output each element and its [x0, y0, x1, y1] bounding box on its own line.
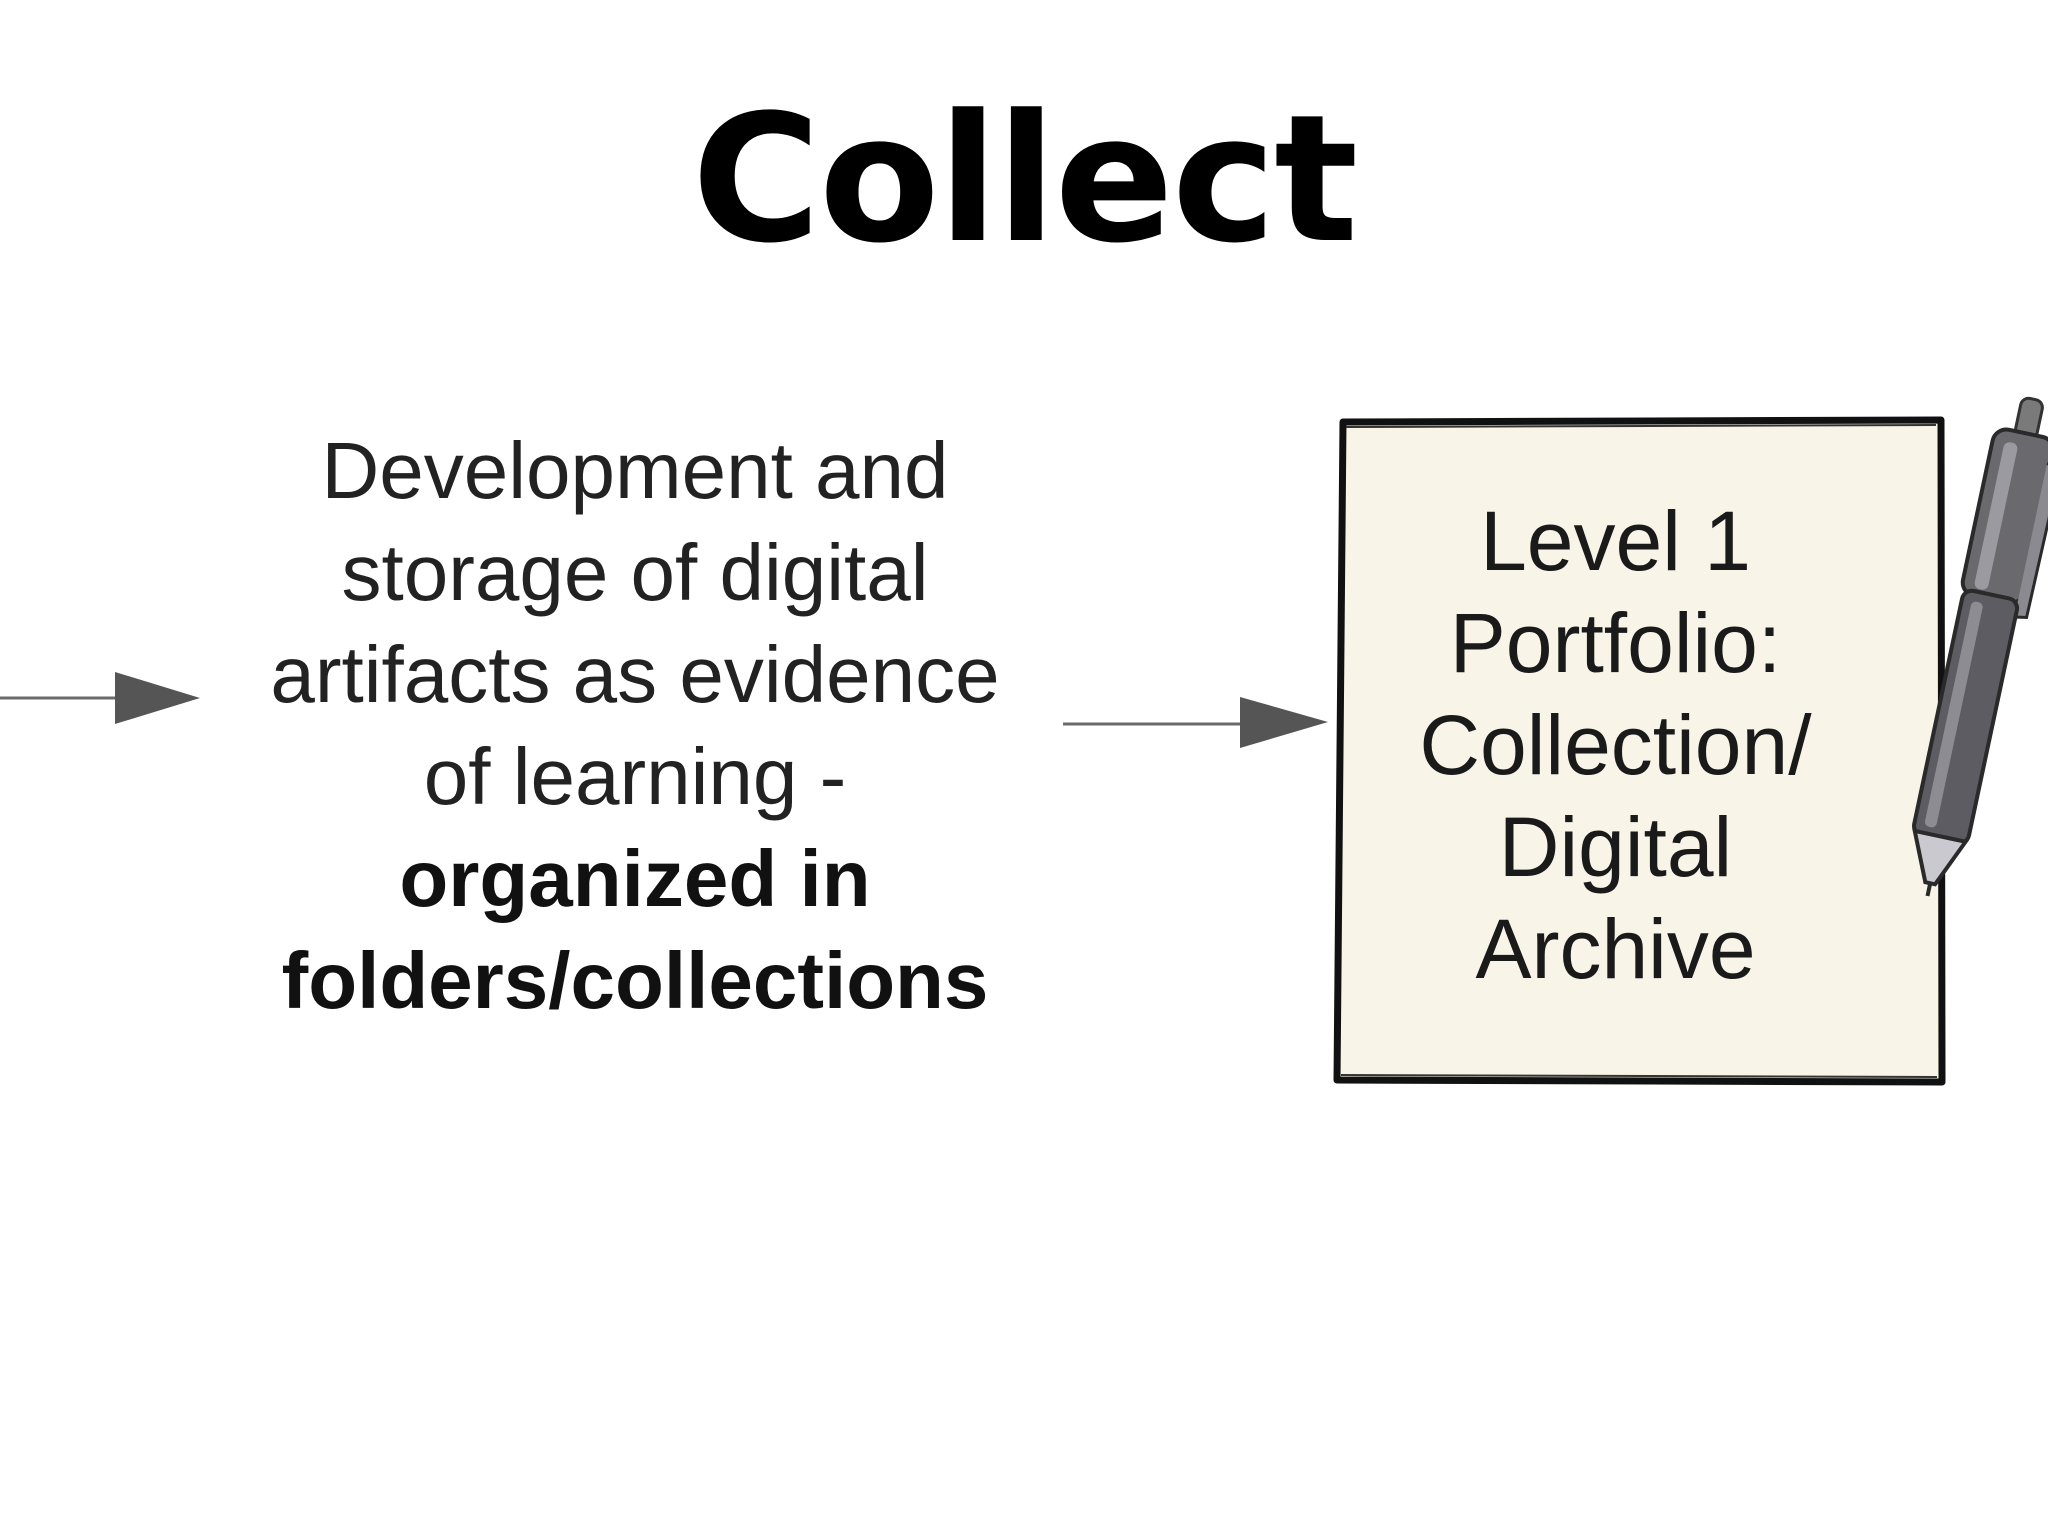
- portfolio-box-label: Level 1 Portfolio: Collection/ Digital A…: [1338, 490, 1893, 1000]
- incoming-arrow: [0, 672, 200, 724]
- description-bold-line: folders/collections: [281, 936, 989, 1025]
- connector-arrow: [1063, 697, 1328, 748]
- slide-title: Collect: [691, 77, 1359, 282]
- description-line: Development and: [321, 426, 949, 515]
- portfolio-box: [1333, 416, 1946, 1086]
- description-line: artifacts as evidence: [270, 630, 1000, 719]
- pen-icon: [1912, 396, 2048, 897]
- portfolio-box-line: Archive: [1475, 902, 1756, 996]
- portfolio-box-line: Collection/: [1419, 698, 1812, 792]
- portfolio-box-line: Level 1: [1480, 494, 1751, 588]
- description-bold-line: organized in: [399, 834, 871, 923]
- description-line: storage of digital: [341, 528, 929, 617]
- description-line: of learning -: [423, 732, 847, 821]
- description-text: Development and storage of digital artif…: [190, 420, 1080, 1032]
- portfolio-box-line: Digital: [1498, 800, 1733, 894]
- portfolio-box-line: Portfolio:: [1449, 596, 1782, 690]
